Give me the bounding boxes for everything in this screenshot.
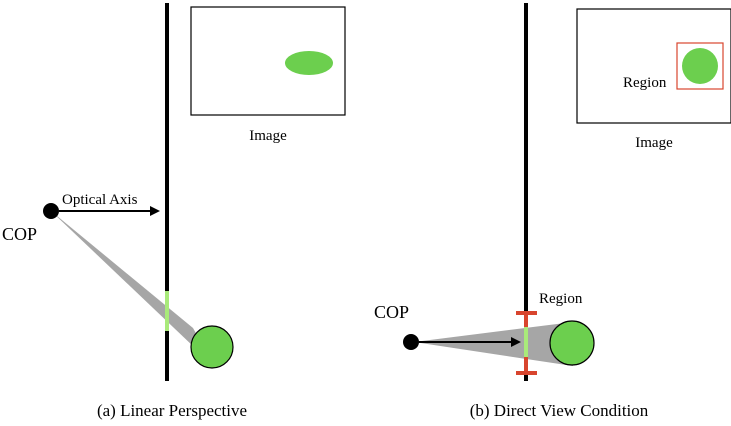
image-label: Image — [249, 128, 287, 144]
scene-object-sphere — [190, 325, 234, 369]
panel-linear-perspective: Image Optical Axis COP (a) Linear Perspe… — [2, 3, 346, 420]
cop-label: COP — [2, 224, 37, 244]
image-object-ellipse — [285, 51, 333, 75]
image-label: Image — [635, 135, 673, 151]
view-frustum — [414, 322, 573, 366]
image-region-label: Region — [623, 75, 667, 91]
image-region-box — [676, 42, 724, 90]
optical-axis-label: Optical Axis — [62, 192, 138, 208]
image-object-circle — [682, 48, 718, 84]
cop-point — [43, 203, 59, 219]
plane-region-label: Region — [539, 291, 583, 307]
scene-object-sphere — [549, 320, 595, 366]
caption-linear-perspective: (a) Linear Perspective — [97, 401, 247, 420]
cop-label: COP — [374, 302, 409, 322]
caption-direct-view-condition: (b) Direct View Condition — [470, 401, 649, 420]
region-bracket — [516, 311, 537, 375]
cop-point — [403, 334, 419, 350]
panel-direct-view-condition: Region Image Region COP (b) Direct View … — [374, 3, 731, 420]
view-frustum — [51, 211, 215, 367]
